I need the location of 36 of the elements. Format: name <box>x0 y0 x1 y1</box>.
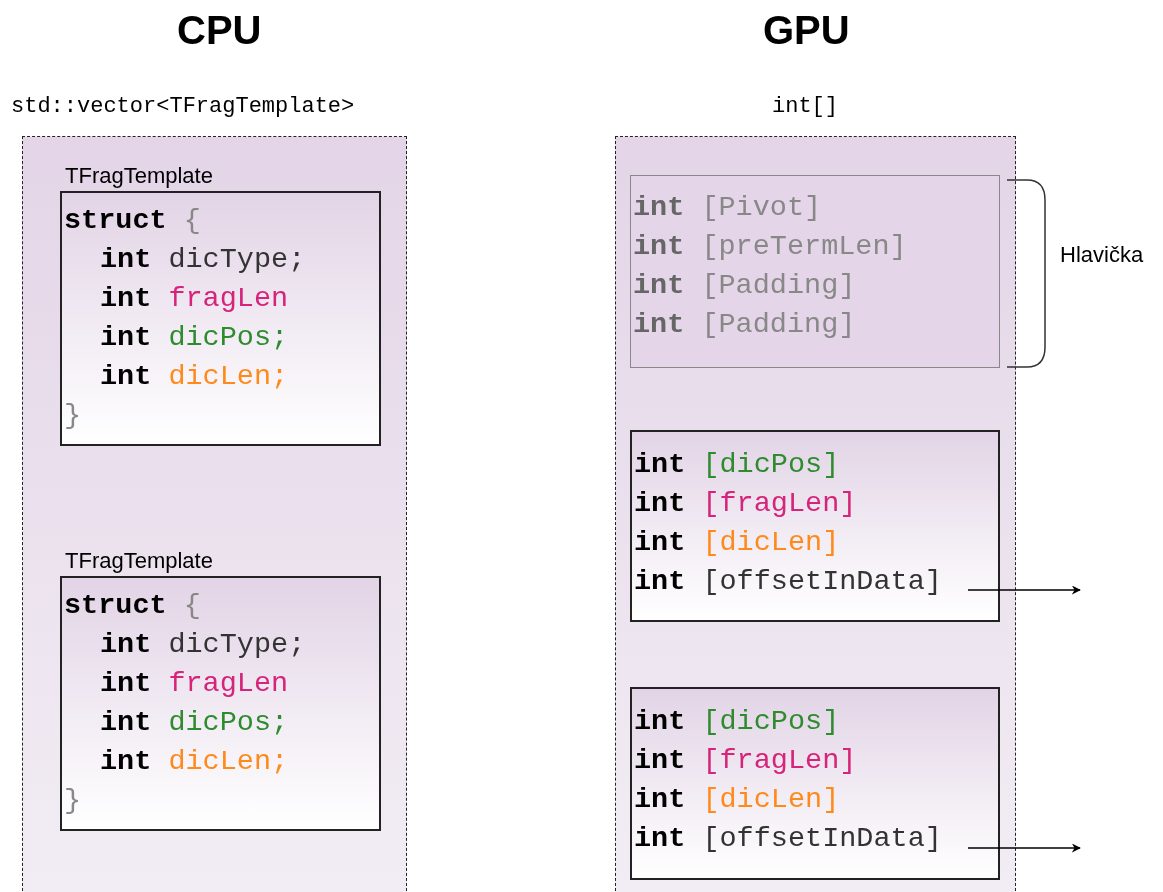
arrow <box>967 585 1081 595</box>
struct-name: TFragTemplate <box>65 547 213 575</box>
code-line: int [offsetInData] <box>634 821 942 857</box>
header-box <box>630 175 1000 368</box>
code-line: int dicLen; <box>100 744 289 780</box>
code-line: int dicType; <box>100 242 306 278</box>
code-line: int [offsetInData] <box>634 564 942 600</box>
code-line: int [dicLen] <box>634 525 840 561</box>
code-line: int [Pivot] <box>633 190 822 226</box>
code-line: } <box>64 783 82 819</box>
code-line: int [dicLen] <box>634 782 840 818</box>
code-line: int [fragLen] <box>634 743 857 779</box>
struct-box <box>630 687 1000 880</box>
arrow <box>967 843 1081 853</box>
column-heading: CPU <box>177 8 262 53</box>
code-line: int dicPos; <box>100 320 289 356</box>
code-line: struct { <box>64 203 201 239</box>
struct-name: TFragTemplate <box>65 162 213 190</box>
type-label: std::vector<TFragTemplate> <box>11 93 355 121</box>
code-line: int [Padding] <box>633 268 856 304</box>
code-line: int dicLen; <box>100 359 289 395</box>
type-label: int[] <box>772 93 838 121</box>
bracket-label: Hlavička <box>1060 242 1144 268</box>
struct-box <box>630 430 1000 622</box>
code-line: struct { <box>64 588 201 624</box>
code-line: int [fragLen] <box>634 486 857 522</box>
code-line: int fragLen <box>100 281 289 317</box>
code-line: int dicType; <box>100 627 306 663</box>
code-line: } <box>64 398 82 434</box>
code-line: int fragLen <box>100 666 289 702</box>
code-line: int [dicPos] <box>634 704 840 740</box>
code-line: int [Padding] <box>633 307 856 343</box>
code-line: int [dicPos] <box>634 447 840 483</box>
code-line: int [preTermLen] <box>633 229 907 265</box>
code-line: int dicPos; <box>100 705 289 741</box>
column-heading: GPU <box>763 8 850 53</box>
